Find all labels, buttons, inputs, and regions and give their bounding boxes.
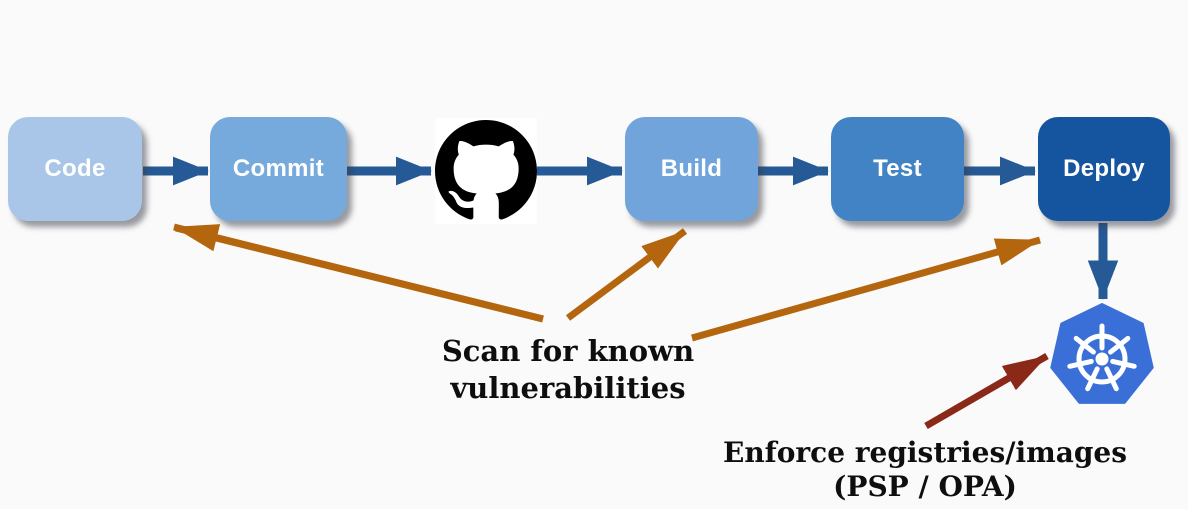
scan-annotation-line1: Scan for known (441, 334, 695, 368)
kubernetes-icon (1050, 303, 1154, 411)
github-icon (435, 118, 537, 224)
kubernetes-helm-glyph (1050, 303, 1154, 404)
github-octocat-glyph (435, 120, 537, 220)
stage-box-build: Build (625, 117, 758, 221)
scan-annotation-line2: vulnerabilities (450, 370, 686, 405)
stage-label-deploy: Deploy (1063, 155, 1145, 182)
stage-box-test: Test (831, 117, 964, 221)
stage-label-test: Test (873, 155, 922, 182)
stage-label-build: Build (660, 155, 723, 182)
scan-annotation-arrows (173, 223, 1041, 342)
stage-box-code: Code (8, 117, 142, 221)
scan-annotation-text: Scan for known vulnerabilities (442, 333, 694, 406)
stage-label-code: Code (44, 155, 106, 182)
stage-label-commit: Commit (232, 155, 325, 182)
enforce-annotation-line2: (PSP / OPA) (833, 470, 1017, 504)
stage-box-commit: Commit (210, 117, 347, 221)
enforce-annotation-line1: Enforce registries/images (722, 436, 1128, 469)
stage-box-deploy: Deploy (1038, 117, 1170, 221)
enforce-annotation-arrow (924, 352, 1049, 430)
enforce-annotation-text: Enforce registries/images (PSP / OPA) (723, 436, 1127, 504)
